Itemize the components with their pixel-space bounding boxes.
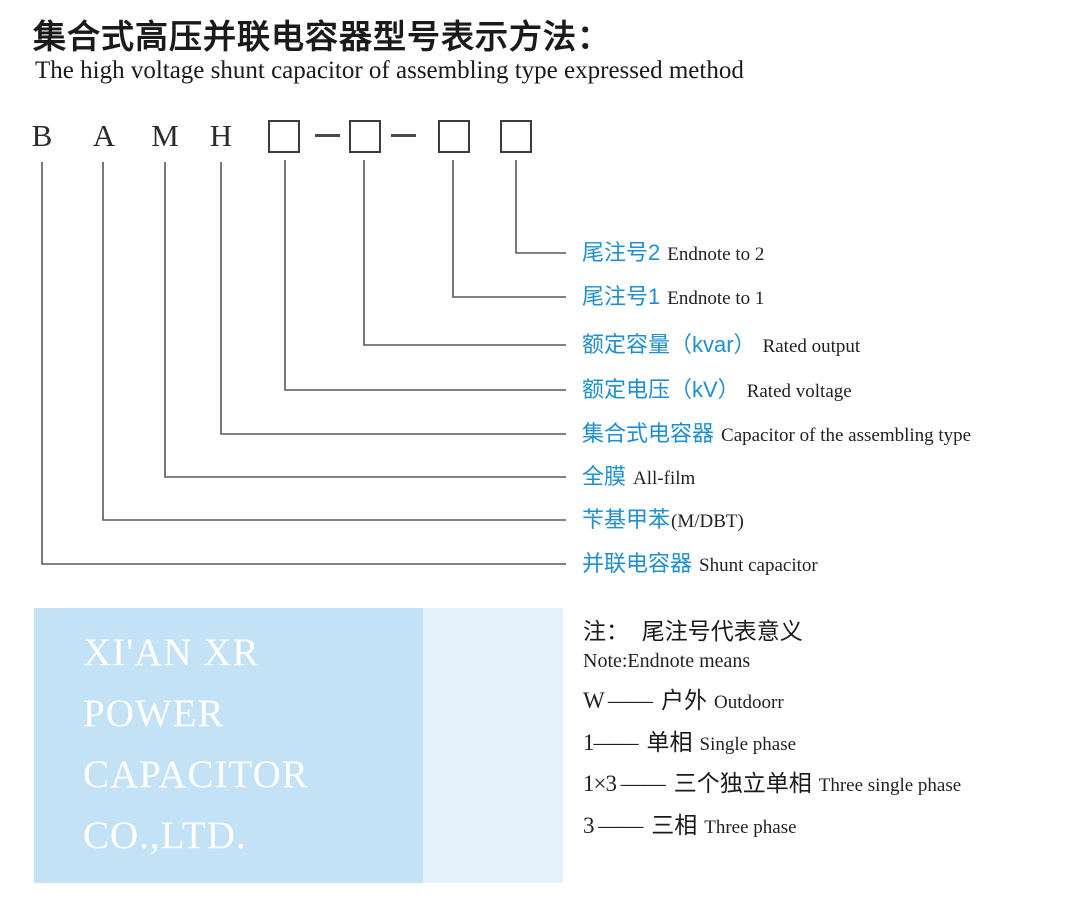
label-endnote-2-cn: 尾注号2 (582, 240, 661, 265)
note-item-single-phase-code: 1—— (583, 730, 638, 755)
label-rated-voltage: 额定电压（kV） Rated voltage (582, 376, 852, 404)
label-assembling-type-en: Capacitor of the assembling type (721, 425, 972, 446)
label-rated-voltage-en: Rated voltage (746, 381, 852, 402)
note-item-three-phase-code: 3 —— (583, 813, 643, 838)
company-name-line: POWER (83, 692, 225, 735)
code-letter-h: H (209, 118, 233, 153)
label-mdbt: 苄基甲苯 (M/DBT) (582, 506, 744, 534)
notes-heading-cn: 注： 尾注号代表意义 (583, 618, 803, 644)
label-rated-voltage-cn: 额定电压（kV） (582, 377, 740, 402)
note-item-three-single-phase: 1×3 —— 三个独立单相 Three single phase (583, 769, 961, 800)
company-brand-box-accent (423, 608, 563, 883)
note-item-three-phase: 3 —— 三相 Three phase (583, 811, 797, 842)
page-title: 集合式高压并联电容器型号表示方法： (33, 18, 611, 55)
label-all-film: 全膜 All-film (582, 463, 695, 491)
label-mdbt-en: (M/DBT) (671, 511, 744, 532)
company-name-line: XI'AN XR (83, 631, 260, 674)
label-endnote-2: 尾注号2 Endnote to 2 (582, 239, 764, 267)
note-item-three-single-phase-cn: 三个独立单相 (673, 770, 812, 796)
note-item-outdoor-code: W —— (583, 688, 653, 713)
label-endnote-1-en: Endnote to 1 (667, 288, 765, 309)
note-item-three-phase-en: Three phase (704, 817, 797, 838)
label-assembling-type: 集合式电容器 Capacitor of the assembling type (582, 420, 971, 448)
code-letter-m: M (151, 118, 179, 153)
notes-heading-en: Note:Endnote means (583, 650, 751, 672)
page-subtitle: The high voltage shunt capacitor of asse… (35, 57, 744, 84)
note-item-three-phase-cn: 三相 (651, 812, 698, 838)
label-rated-output-cn: 额定容量（kvar） (582, 332, 756, 357)
code-box-rated-voltage (268, 120, 300, 153)
note-item-three-single-phase-en: Three single phase (818, 775, 962, 796)
company-name-line: CO.,LTD. (83, 814, 247, 857)
code-box-rated-output (349, 120, 381, 153)
label-endnote-1: 尾注号1 Endnote to 1 (582, 283, 764, 311)
label-all-film-cn: 全膜 (582, 464, 627, 489)
code-box-endnote-2 (500, 120, 532, 153)
note-item-three-single-phase-code: 1×3 —— (583, 771, 666, 796)
label-mdbt-cn: 苄基甲苯 (582, 507, 671, 532)
label-rated-output: 额定容量（kvar） Rated output (582, 331, 860, 359)
label-assembling-type-cn: 集合式电容器 (582, 421, 715, 446)
code-letter-b: B (31, 118, 53, 153)
note-item-single-phase-en: Single phase (699, 734, 797, 755)
dash-separator-1 (315, 134, 340, 137)
note-item-outdoor-cn: 户外 (661, 687, 708, 713)
note-item-single-phase: 1—— 单相 Single phase (583, 728, 796, 759)
label-shunt-capacitor: 并联电容器 Shunt capacitor (582, 550, 818, 578)
company-name-line: CAPACITOR (83, 753, 309, 796)
dash-separator-2 (391, 134, 416, 137)
label-all-film-en: All-film (633, 468, 696, 489)
note-item-outdoor-en: Outdoorr (714, 692, 784, 713)
label-endnote-1-cn: 尾注号1 (582, 284, 661, 309)
note-item-outdoor: W —— 户外 Outdoorr (583, 686, 784, 717)
company-brand-box: XI'AN XR POWER CAPACITOR CO.,LTD. (34, 608, 423, 883)
note-item-single-phase-cn: 单相 (646, 729, 693, 755)
label-rated-output-en: Rated output (762, 336, 861, 357)
label-endnote-2-en: Endnote to 2 (667, 244, 765, 265)
code-letter-a: A (92, 118, 116, 153)
label-shunt-capacitor-en: Shunt capacitor (699, 555, 818, 576)
label-shunt-capacitor-cn: 并联电容器 (582, 551, 693, 576)
code-box-endnote-1 (438, 120, 470, 153)
